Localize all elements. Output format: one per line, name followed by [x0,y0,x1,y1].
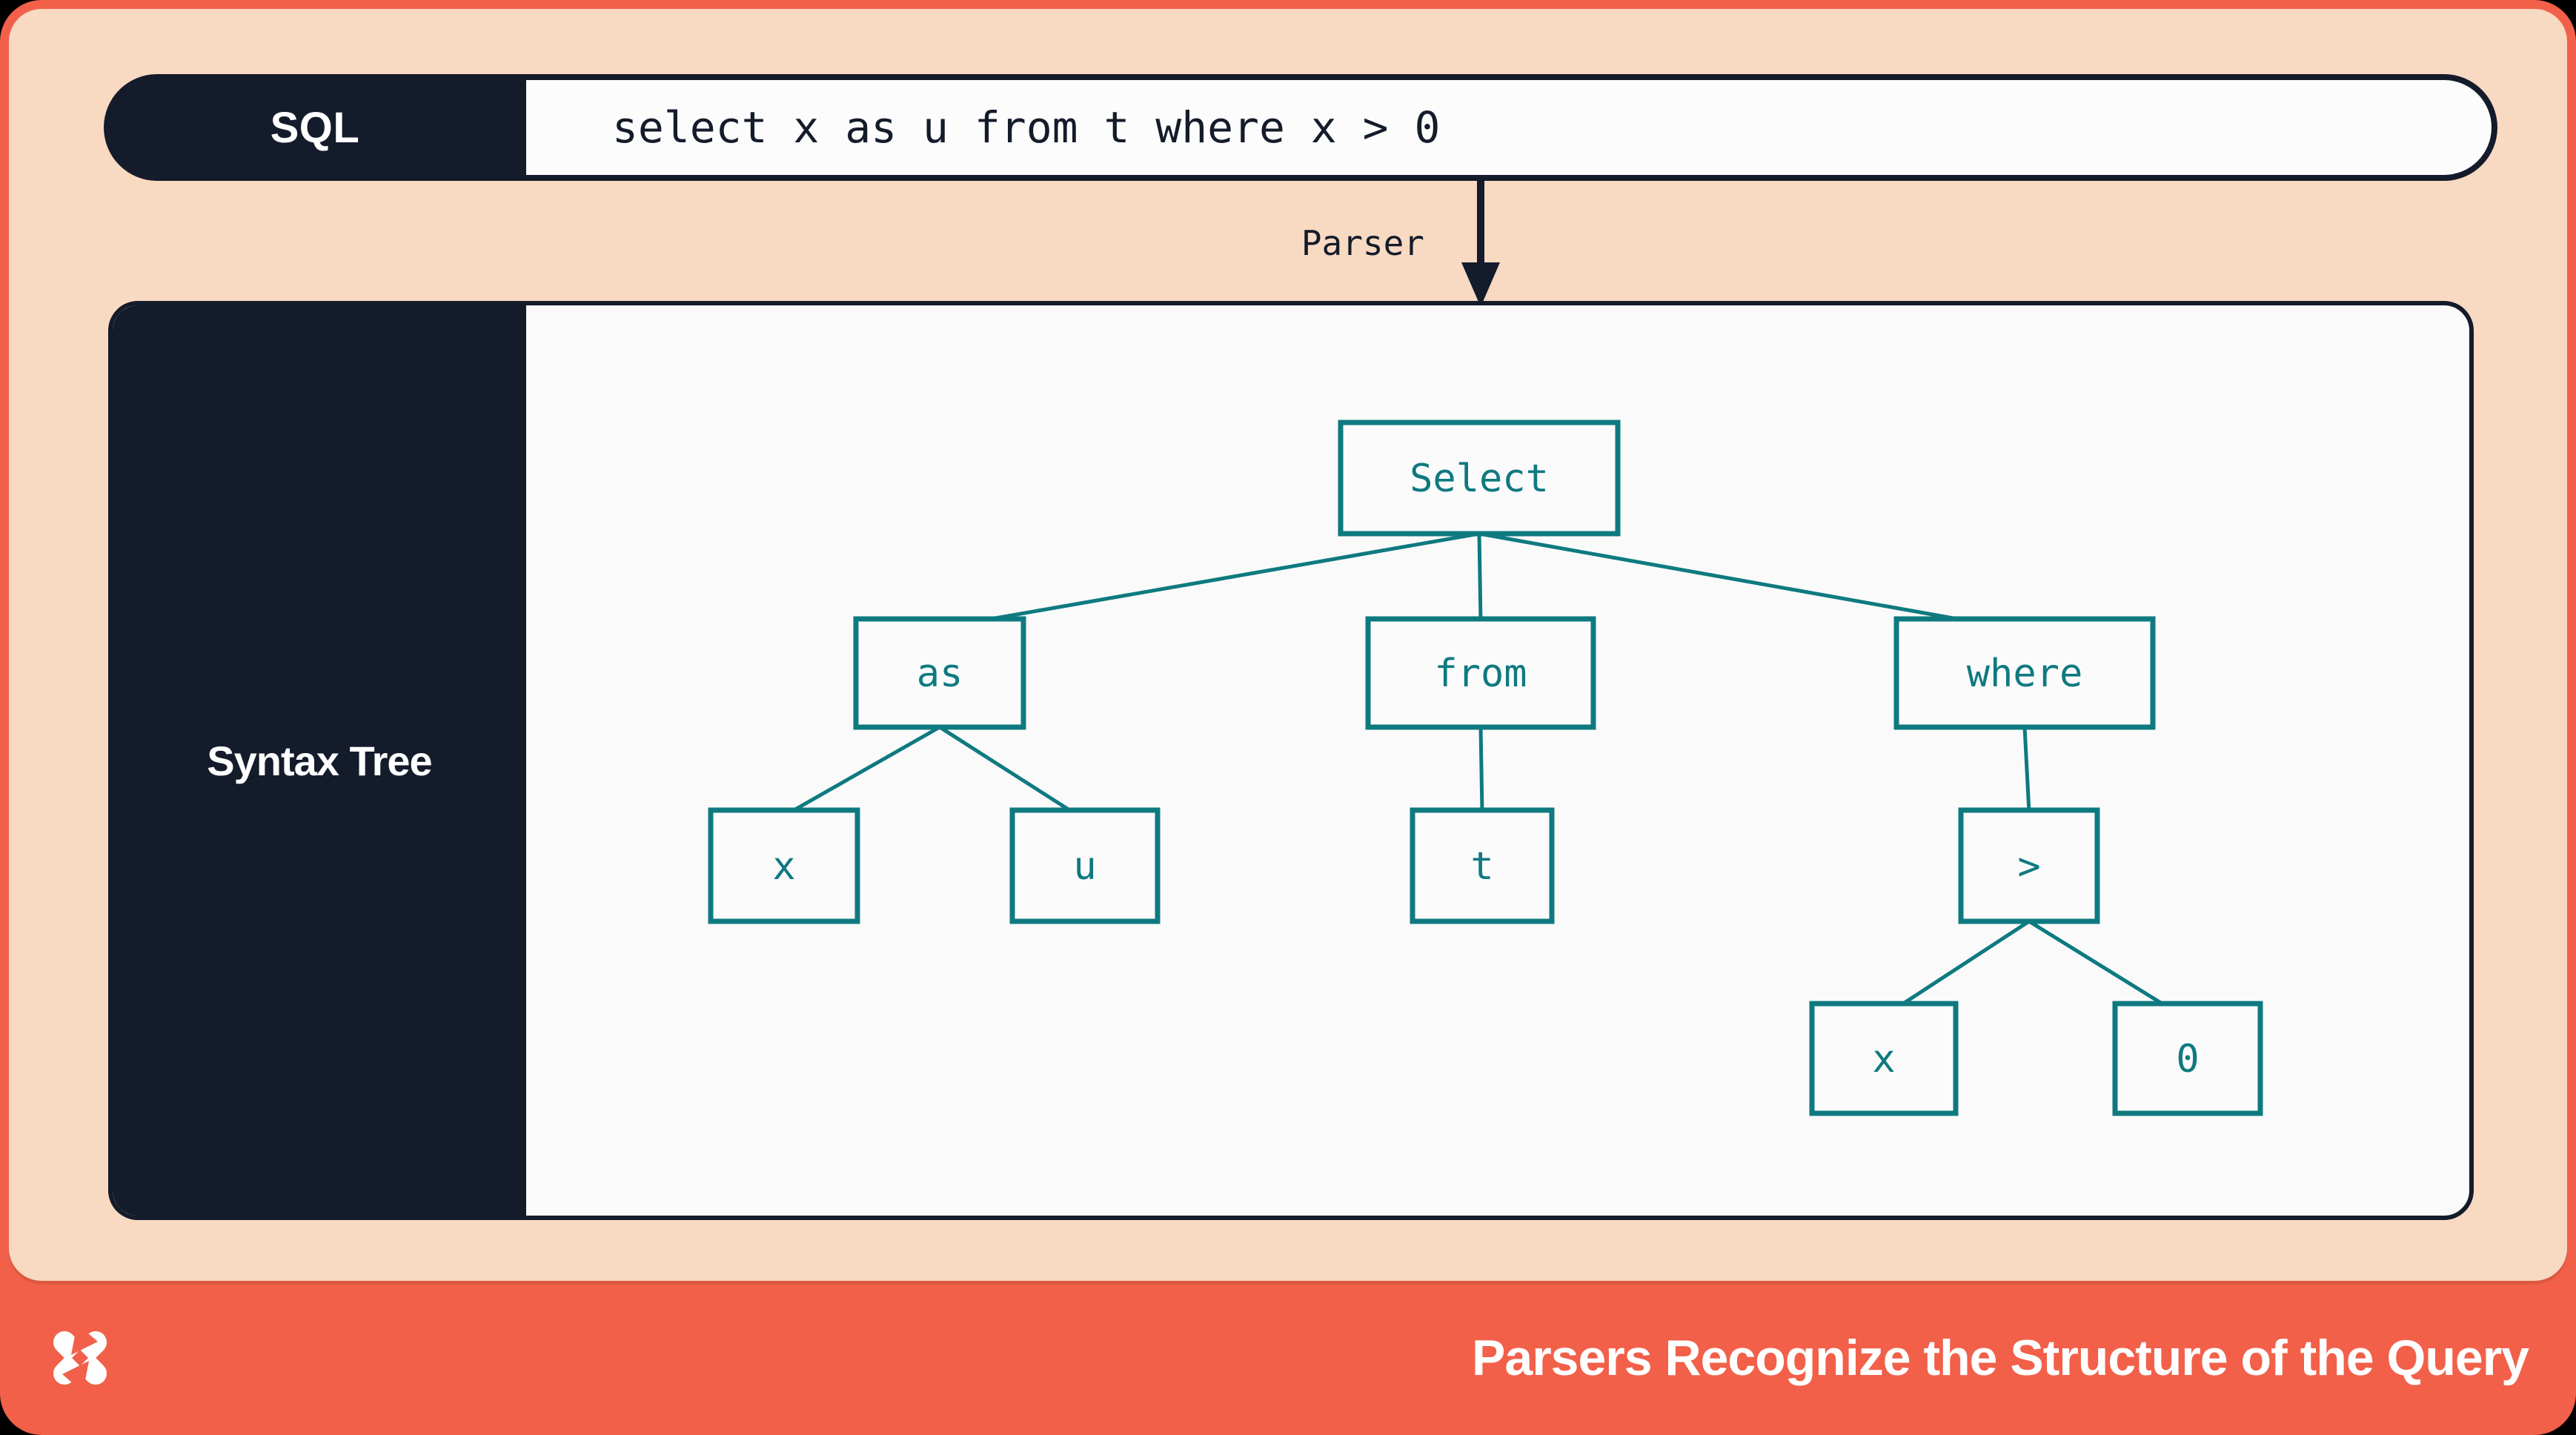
tree-node-box [1410,807,1555,924]
tree-node-as: as [853,616,1026,730]
sql-query-text: select x as u from t where x > 0 [612,102,1441,153]
tree-node-box [708,807,860,924]
tree-node-label: Select [1410,457,1549,501]
sql-bar: SQL select x as u from t where x > 0 [104,74,2497,181]
syntax-tree-box: Syntax Tree Select [108,301,2474,1220]
syntax-tree-panel-label: Syntax Tree [207,737,432,784]
tree-node-box [1809,1001,1959,1116]
tree-node-label: t [1470,844,1493,889]
tree-edge [1897,919,2031,1009]
content-card: SQL select x as u from t where x > 0 Par… [9,9,2567,1281]
tree-edge [1478,531,1971,623]
tree-edge [789,725,941,815]
sql-query-field: select x as u from t where x > 0 [526,80,2492,175]
tree-edge [977,531,1480,623]
tree-node-box [1365,616,1596,730]
tree-node-box [1009,807,1161,924]
tree-node-label: where [1967,652,2083,696]
footer-title: Parsers Recognize the Structure of the Q… [1472,1330,2529,1386]
sql-bar-label: SQL [270,103,360,152]
tree-node-select: Select [1338,420,1621,537]
tree-node-x-cond: x [1809,1001,1959,1116]
tree-edge [938,725,1075,815]
tree-node-label: > [2017,844,2040,889]
parser-label: Parser [1301,223,1424,263]
tree-node-label: from [1434,652,1527,696]
tree-node-label: u [1073,844,1096,889]
tree-node-box [1958,807,2100,924]
tree-node-u: u [1009,807,1161,924]
tree-node-label: x [772,844,795,889]
footer-bar: Parsers Recognize the Structure of the Q… [0,1281,2576,1435]
tree-edge [1478,726,1484,813]
tree-node-t: t [1410,807,1555,924]
parser-arrow-head-icon [1461,262,1500,307]
tree-node-box [2112,1001,2263,1116]
tree-node-label: x [1872,1037,1895,1081]
tree-node-label: 0 [2176,1037,2199,1081]
tree-node-gt: > [1958,807,2100,924]
tree-node-from: from [1365,616,1596,730]
tree-node-label: as [917,652,963,696]
tree-node-zero: 0 [2112,1001,2263,1116]
tree-node-x-alias: x [708,807,860,924]
dolt-x-logo-icon [53,1324,107,1392]
syntax-tree-panel: Syntax Tree [113,305,526,1216]
tree-node-box [1338,420,1621,537]
tree-edge [1477,533,1483,622]
tree-node-box [853,616,1026,730]
tree-edge [2028,919,2168,1009]
syntax-tree-diagram: Select as from where x [708,420,2263,1116]
tree-edge [2022,726,2031,813]
tree-node-where: where [1893,616,2156,730]
tree-node-box [1893,616,2156,730]
parser-arrow-line [1477,181,1484,265]
